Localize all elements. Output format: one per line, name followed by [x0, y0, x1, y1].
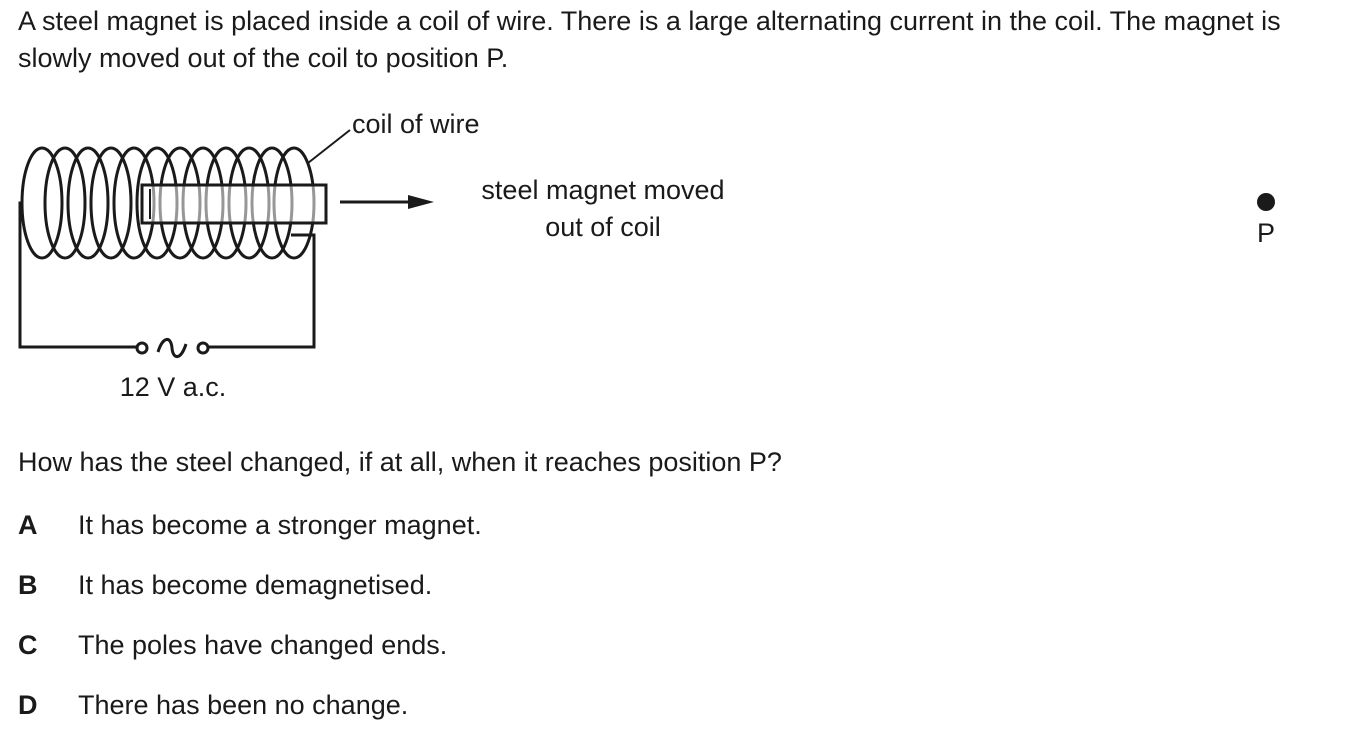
coil-of-wire	[20, 146, 316, 260]
circuit-wires	[18, 201, 316, 349]
option-text: The poles have changed ends.	[78, 630, 448, 660]
motion-arrow	[340, 195, 434, 209]
option-letter: D	[18, 690, 38, 720]
coil-label-leader	[307, 129, 351, 164]
option-text: There has been no change.	[78, 690, 409, 720]
ac-supply-symbol	[135, 338, 210, 358]
position-p-dot	[1257, 193, 1275, 211]
option-letter: C	[18, 630, 38, 660]
coil-label: coil of wire	[352, 109, 480, 139]
question-intro: A steel magnet is placed inside a coil o…	[18, 6, 1281, 73]
option-letter: B	[18, 570, 38, 600]
supply-label: 12 V a.c.	[120, 372, 227, 402]
steel-magnet	[140, 183, 328, 225]
position-label: P	[1257, 218, 1275, 248]
motion-label-line1: steel magnet moved	[481, 175, 724, 205]
coil-diagram: coil of wire steel magnet moved out of c…	[18, 109, 1275, 402]
option-letter: A	[18, 510, 38, 540]
option-text: It has become demagnetised.	[78, 570, 433, 600]
option-text: It has become a stronger magnet.	[78, 510, 482, 540]
question-text: How has the steel changed, if at all, wh…	[18, 447, 782, 477]
motion-label-line2: out of coil	[545, 212, 661, 242]
